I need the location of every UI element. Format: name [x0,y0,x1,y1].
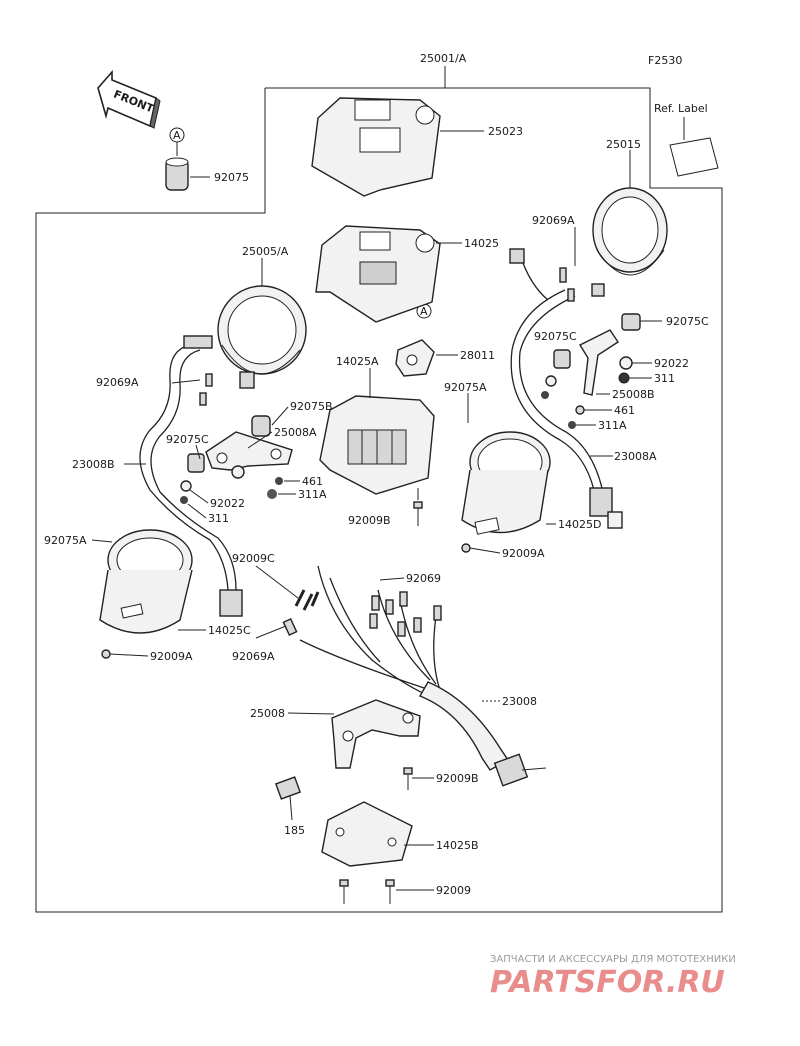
label-185: 185 [284,824,305,837]
label-14025A: 14025A [336,355,379,368]
socket-28011 [395,339,435,377]
label-461-left: 461 [302,475,323,488]
screw-92009B-bottom [403,767,413,790]
label-92069A-left: 92069A [96,376,139,389]
label-92075A-left: 92075A [44,534,87,547]
circle-a-text-center: A [420,305,428,318]
front-arrow-icon: FRONT [97,69,161,129]
label-92075: 92075 [214,171,249,184]
grommet-92075C-left [187,453,205,473]
gauge-25015-right [591,187,668,297]
nut-311A-right [568,421,576,429]
label-92022-left: 92022 [210,497,245,510]
label-92075C-right: 92075C [666,315,709,328]
label-92075A-center: 92075A [444,381,487,394]
label-311A-left: 311A [298,488,327,501]
label-25015: 25015 [606,138,641,151]
label-92009A-left: 92009A [150,650,193,663]
label-92009B-center: 92009B [348,514,391,527]
housing-14025A [319,395,435,495]
grommet-92075B [251,415,271,437]
label-25008: 25008 [250,707,285,720]
nut-311A-left [267,489,277,499]
washer-left [231,465,245,479]
label-14025C: 14025C [208,624,251,637]
nut-311-left [180,496,188,504]
bracket-25008A [205,431,293,471]
screw-92009A-left [101,649,149,659]
harness-23008 [299,565,547,787]
bolt-185 [274,776,302,821]
label-25008B: 25008B [612,388,655,401]
label-14025D: 14025D [558,518,601,531]
label-92075C-left: 92075C [166,433,209,446]
label-92009A-right: 92009A [502,547,545,560]
screws-92009C [294,589,320,611]
circle-a-marker-left: A [169,127,185,156]
label-14025: 14025 [464,237,499,250]
nut-311-right [618,372,630,384]
gauge-25005A-left [217,285,307,389]
circle-a-text-left: A [173,129,181,142]
cup-14025D [461,431,551,535]
nut-461-right [575,405,585,415]
label-23008B: 23008B [72,458,115,471]
label-92009B-bottom: 92009B [436,772,479,785]
nut-461-left [275,477,283,485]
label-92009C: 92009C [232,552,275,565]
label-92009: 92009 [436,884,471,897]
grommet-92075C-right [621,313,641,331]
label-92075C-center: 92075C [534,330,577,343]
harness-23008B [139,335,243,617]
label-311-right: 311 [654,372,675,385]
screw-92009A-right [461,543,501,554]
label-461-right: 461 [614,404,635,417]
screw-92009B-center [413,501,423,526]
figure-code: F2530 [648,54,682,67]
grommet-92075 [165,157,189,191]
screws-92009 [339,879,395,904]
label-14025B: 14025B [436,839,479,852]
assembly-boundary [35,87,723,913]
watermark-line1: ЗАПЧАСТИ И АКСЕССУАРЫ ДЛЯ МОТОТЕХНИКИ [490,954,736,965]
bracket-25008B [579,329,619,396]
watermark-line2: PARTSFOR.RU [490,965,725,1000]
label-25008A: 25008A [274,426,317,439]
washer-92022-left [180,480,192,492]
bracket-25008 [331,699,421,769]
label-311-left: 311 [208,512,229,525]
label-25023: 25023 [488,125,523,138]
washer-right-a [545,375,557,387]
label-25001A: 25001/A [420,52,467,65]
harness-23008A [509,248,623,529]
label-23008A: 23008A [614,450,657,463]
label-92022-right: 92022 [654,357,689,370]
label-28011: 28011 [460,349,495,362]
label-92069: 92069 [406,572,441,585]
ref-label-sticker [669,137,719,177]
upper-cover-25023 [311,97,441,197]
label-25005A: 25005/A [242,245,289,258]
ref-label-text: Ref. Label [654,102,708,115]
plate-14025B [321,801,413,867]
cup-14025C [99,529,193,634]
label-92075B: 92075B [290,400,333,413]
bulb-92069A-bottom [282,618,298,636]
label-311A-right: 311A [598,419,627,432]
washer-92022-right [619,356,633,370]
grommet-92075C-center [553,349,571,369]
bulbs-92069 [369,591,442,637]
nut-right-a [541,391,549,399]
lower-case-14025 [315,225,441,323]
label-92069A-bottom: 92069A [232,650,275,663]
label-23008: 23008 [502,695,537,708]
label-92069A-top: 92069A [532,214,575,227]
